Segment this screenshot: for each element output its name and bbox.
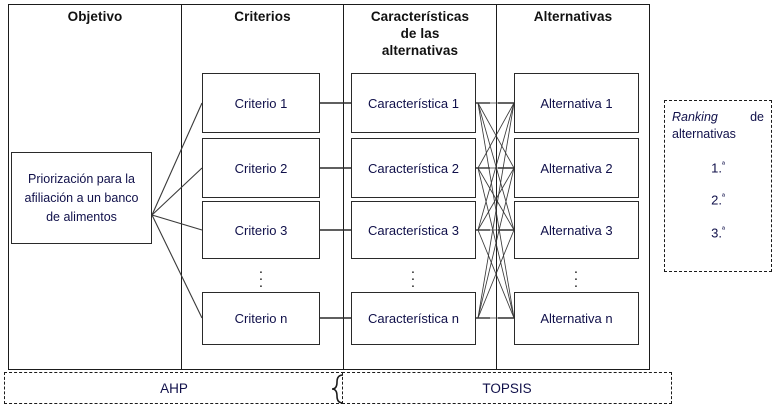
header-caracteristicas-line-1: Características	[370, 9, 470, 24]
header-caracteristicas-line-3: alternativas	[381, 43, 459, 58]
ranking-item-3: 3.ª	[672, 225, 764, 240]
method-box-ahp[interactable]: AHP	[4, 372, 344, 404]
ellipsis-criterios: ...	[258, 260, 264, 291]
header-caracteristicas-line-2: de las	[400, 26, 440, 41]
node-alternativa-1[interactable]: Alternativa 1	[514, 73, 639, 133]
column-header-caracteristicas: Características de las alternativas	[345, 8, 495, 59]
node-alternativa-n[interactable]: Alternativa n	[514, 292, 639, 345]
ranking-item-3-number: 3.	[711, 224, 722, 240]
node-criterio-1[interactable]: Criterio 1	[202, 73, 320, 133]
node-caracteristica-2[interactable]: Característica 2	[351, 138, 476, 198]
column-header-alternativas: Alternativas	[533, 9, 613, 24]
column-divider-3	[496, 4, 497, 370]
node-caracteristica-n[interactable]: Característica n	[351, 292, 476, 345]
node-alternativa-3[interactable]: Alternativa 3	[514, 201, 639, 259]
ranking-item-2: 2.ª	[672, 192, 764, 207]
column-header-criterios: Criterios	[234, 9, 291, 24]
node-alternativa-2[interactable]: Alternativa 2	[514, 138, 639, 198]
method-box-topsis[interactable]: TOPSIS	[342, 372, 672, 404]
node-objetivo[interactable]: Priorización para la afiliación a un ban…	[11, 152, 152, 244]
ellipsis-alternativas: ...	[573, 260, 579, 291]
ranking-item-3-suffix: ª	[721, 224, 725, 234]
column-header-objetivo: Objetivo	[67, 9, 123, 24]
node-caracteristica-1[interactable]: Característica 1	[351, 73, 476, 133]
ranking-title-emphasis: Ranking	[672, 110, 718, 124]
column-divider-1	[181, 4, 182, 370]
ranking-item-1-number: 1.	[711, 160, 722, 176]
ellipsis-caracteristicas: ...	[410, 260, 416, 291]
ranking-item-2-suffix: ª	[721, 192, 725, 202]
node-caracteristica-3[interactable]: Característica 3	[351, 201, 476, 259]
ranking-title: Ranking de alternativas	[672, 109, 764, 143]
ranking-item-1-suffix: ª	[721, 160, 725, 169]
node-criterio-n[interactable]: Criterio n	[202, 292, 320, 345]
ranking-item-2-number: 2.	[711, 192, 722, 208]
ranking-title-rest: de alternativas	[672, 110, 764, 141]
node-criterio-3[interactable]: Criterio 3	[202, 201, 320, 259]
ranking-panel: Ranking de alternativas 1.ª 2.ª 3.ª	[664, 100, 772, 272]
ranking-item-1: 1.ª	[672, 160, 764, 175]
node-criterio-2[interactable]: Criterio 2	[202, 138, 320, 198]
column-divider-2	[343, 4, 344, 370]
